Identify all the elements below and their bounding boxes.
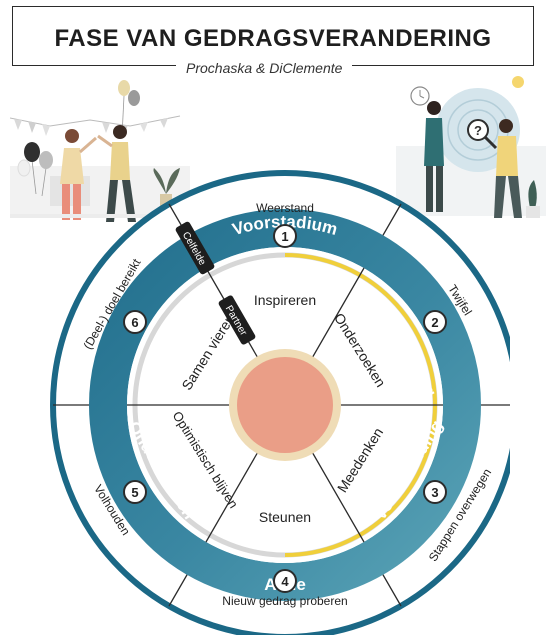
title-box: FASE VAN GEDRAGSVERANDERING	[12, 6, 534, 66]
number-badge-3: 3	[423, 480, 447, 504]
svg-text:2: 2	[431, 315, 438, 330]
svg-text:1: 1	[281, 229, 288, 244]
inner-word-1: Inspireren	[254, 292, 316, 308]
number-badge-2: 2	[423, 310, 447, 334]
inner-word-4: Steunen	[259, 509, 311, 525]
number-badge-4: 4	[273, 569, 297, 593]
svg-text:4: 4	[281, 574, 289, 589]
svg-text:6: 6	[131, 315, 138, 330]
behavior-change-wheel: Voorstadium Overpeinzing Voorbereiding A…	[50, 170, 510, 635]
svg-text:?: ?	[474, 123, 482, 138]
thinking-question-illustration: ?	[396, 76, 546, 218]
svg-text:5: 5	[131, 485, 138, 500]
number-badge-5: 5	[123, 480, 147, 504]
center-circle	[237, 357, 333, 453]
svg-text:3: 3	[431, 485, 438, 500]
page-subtitle: Prochaska & DiClemente	[176, 60, 353, 76]
number-badge-6: 6	[123, 310, 147, 334]
number-badge-1: 1	[273, 224, 297, 248]
outer-word-1: Weerstand	[256, 201, 314, 215]
page-title: FASE VAN GEDRAGSVERANDERING	[54, 25, 492, 52]
outer-word-4: Nieuw gedrag proberen	[222, 594, 347, 608]
